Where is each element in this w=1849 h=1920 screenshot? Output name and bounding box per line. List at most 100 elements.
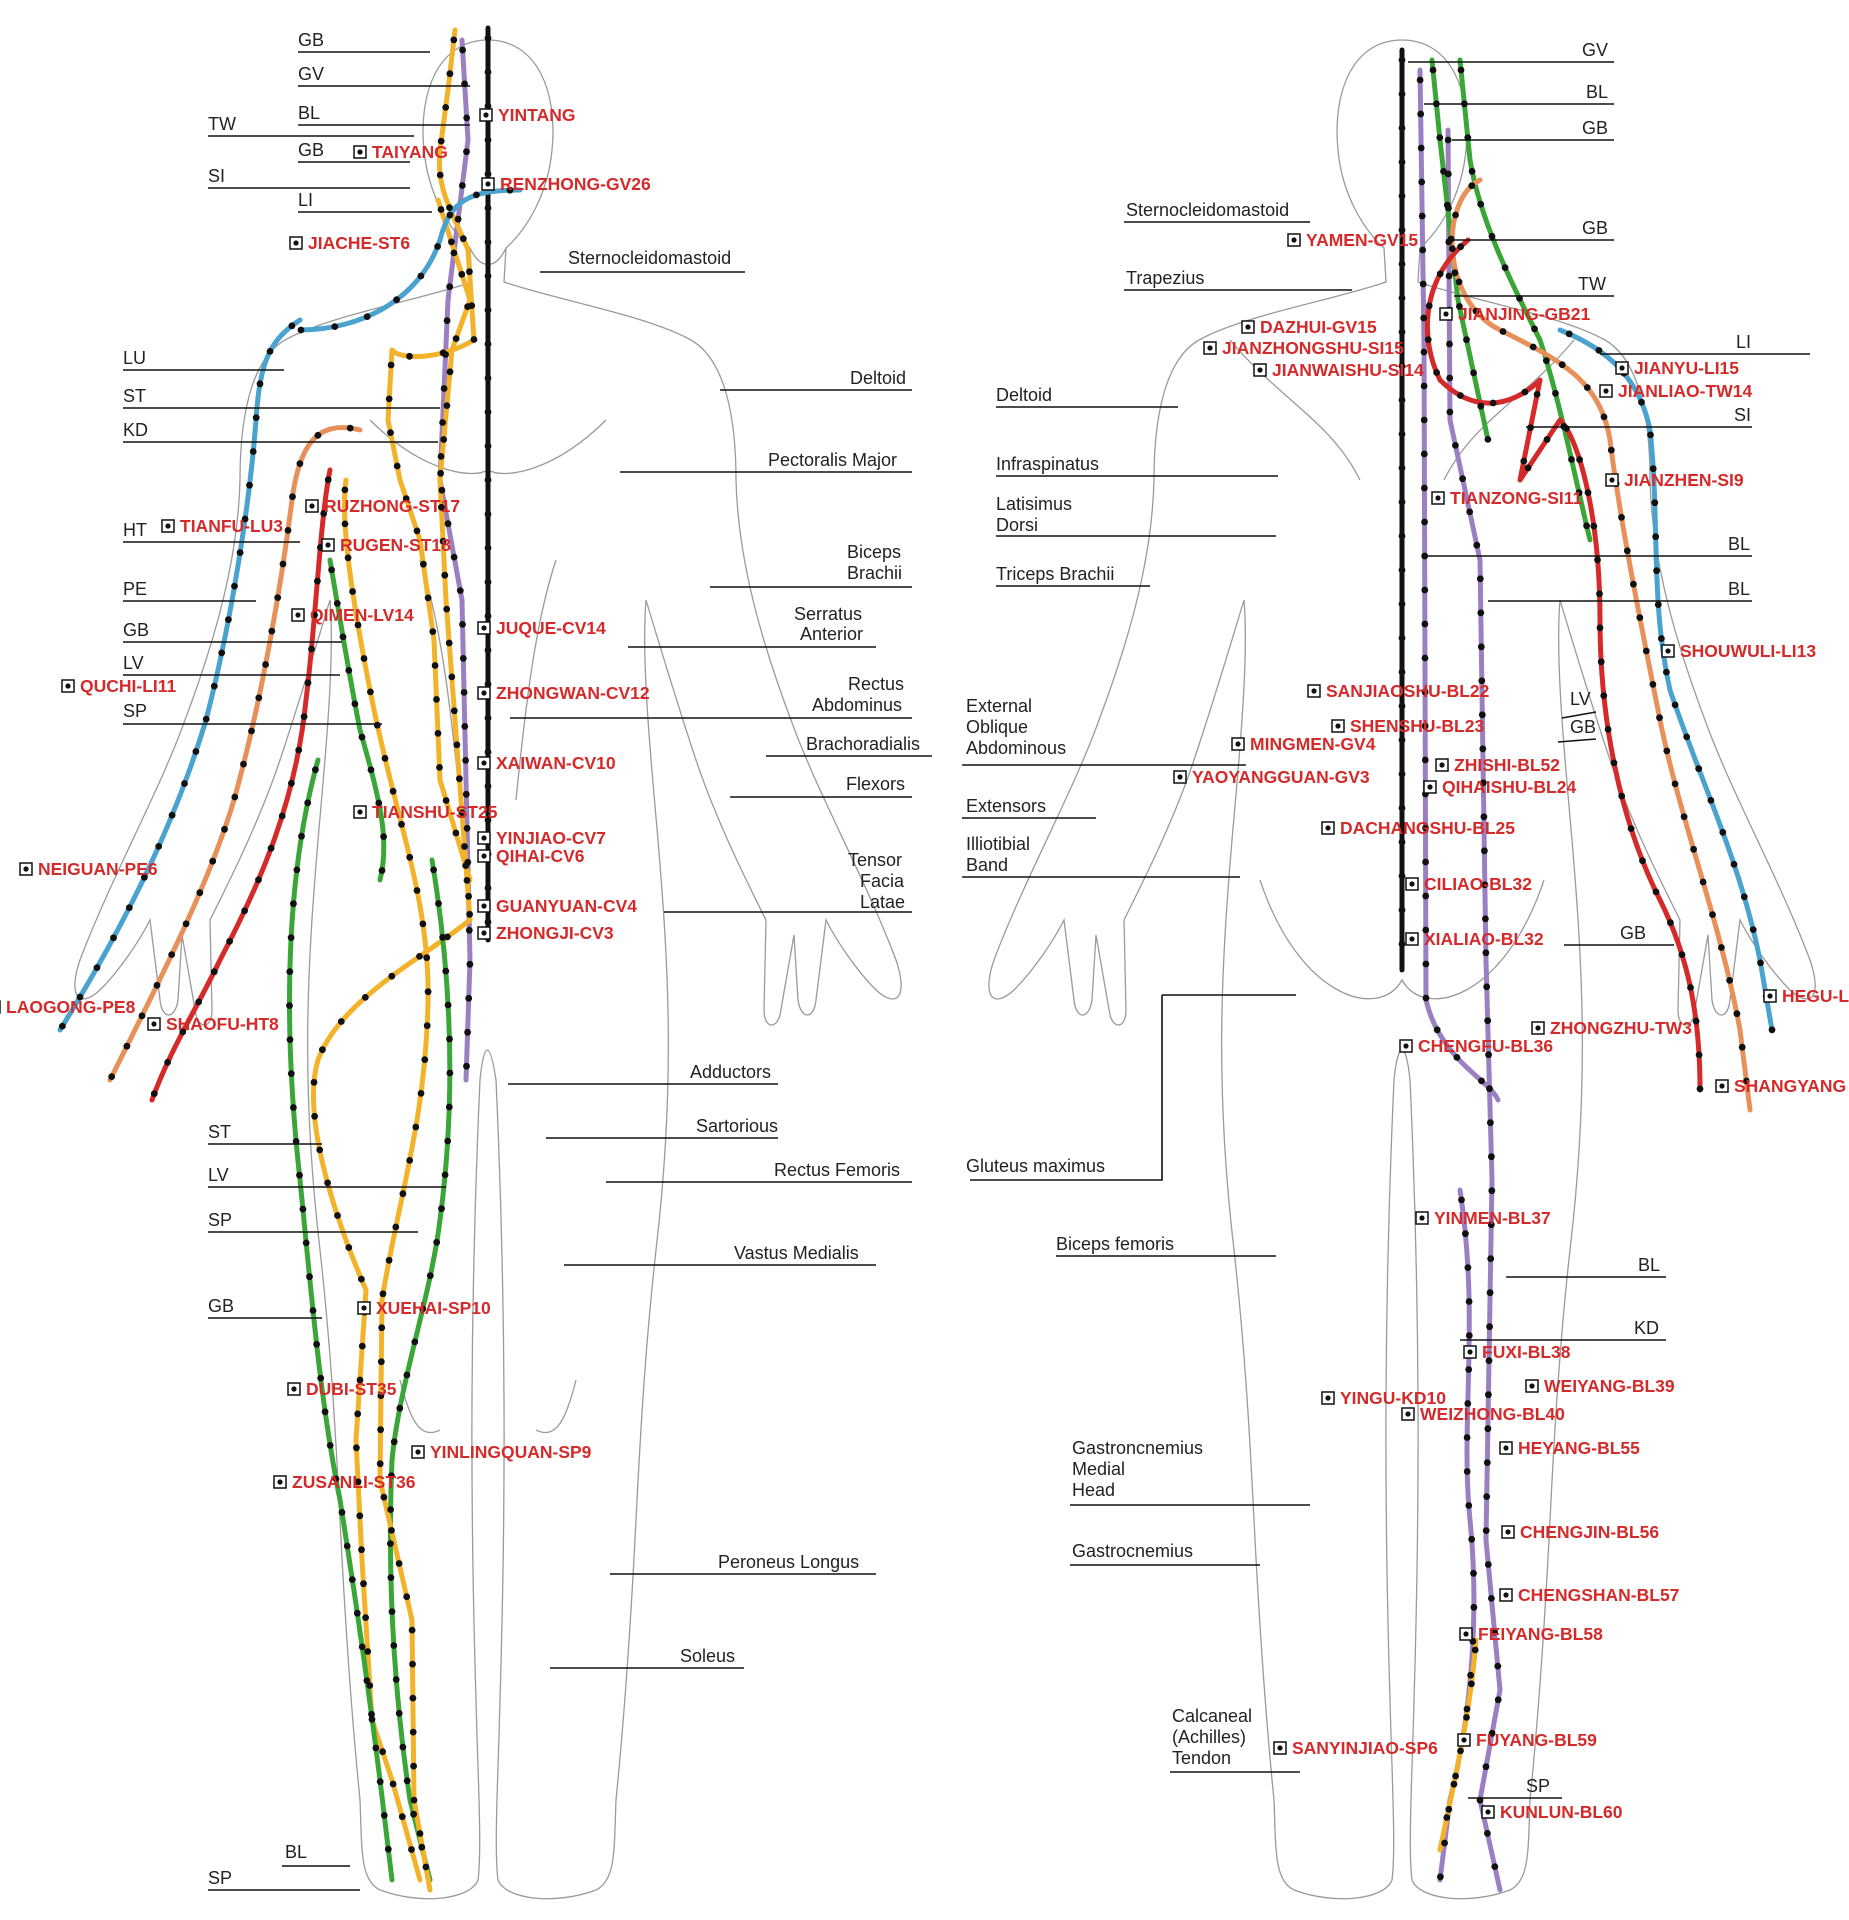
meridian-dot <box>1690 845 1697 853</box>
meridian-dot <box>484 612 492 620</box>
meridian-dot <box>450 553 458 561</box>
meridian-dot <box>241 907 249 915</box>
meridian-dot <box>434 243 441 250</box>
meridian-dot <box>331 323 339 330</box>
meridian-dot <box>1521 388 1529 396</box>
label-gb: GB <box>298 140 324 160</box>
meridian-dot <box>1452 211 1459 219</box>
meridian-dot <box>138 1012 146 1020</box>
meridian-dot <box>458 809 466 816</box>
meridian-dot <box>1487 1221 1495 1229</box>
meridian-dot <box>387 1540 394 1547</box>
meridian-dot <box>484 374 492 382</box>
meridian-dot <box>1563 425 1570 432</box>
meridian-dot <box>361 994 369 1001</box>
meridian-dot <box>1594 556 1601 564</box>
meridian-dot <box>1583 384 1591 391</box>
meridian-dot <box>372 1744 380 1752</box>
meridian-dot <box>358 1275 365 1283</box>
meridian-dot <box>461 723 469 730</box>
muscle-deltoid: Deltoid <box>850 368 906 388</box>
meridian-dot <box>459 655 467 662</box>
meridian-dot <box>1446 340 1453 348</box>
muscle-rectus-abdominus: Abdominus <box>812 695 902 715</box>
meridian-dot <box>1420 416 1428 424</box>
acupoint-marker-center <box>1291 237 1297 243</box>
meridian-dot <box>1468 167 1476 175</box>
meridian-dot <box>1398 906 1406 914</box>
meridian-dot <box>324 1179 331 1187</box>
label-sp: SP <box>208 1210 232 1230</box>
label-st: ST <box>123 386 146 406</box>
meridian-dot <box>256 380 264 388</box>
meridian-dot <box>1420 314 1428 322</box>
meridian-dot <box>1607 446 1615 454</box>
meridian-dot <box>1398 838 1406 846</box>
meridian-dot <box>459 46 466 54</box>
muscle-latisimus-dorsi: Dorsi <box>996 515 1038 535</box>
meridian-dot <box>464 1028 471 1036</box>
point-zhongzhu: ZHONGZHU-TW3 <box>1550 1018 1692 1038</box>
point-zhishi: ZHISHI-BL52 <box>1454 755 1560 775</box>
point-quchi: QUCHI-LI11 <box>80 676 177 696</box>
meridian-dot <box>387 1574 395 1581</box>
meridian-dot <box>1483 983 1491 991</box>
meridian-dot <box>360 1580 367 1588</box>
meridian-dot <box>393 296 400 304</box>
muscle-brachoradialis: Brachoradialis <box>806 734 920 754</box>
meridian-dot <box>1398 736 1406 744</box>
meridian-dot <box>442 104 450 111</box>
meridian-dot <box>423 1022 431 1030</box>
label-lv: LV <box>123 653 144 673</box>
acupoint-marker-center <box>1463 1631 1469 1637</box>
label-bl: BL <box>285 1842 307 1862</box>
meridian-dot <box>316 1146 324 1154</box>
meridian-dot <box>236 549 244 556</box>
point-sanjiaoshu: SANJIAOSHU-BL22 <box>1326 681 1490 701</box>
meridian-dot <box>1638 398 1645 406</box>
meridian-dot <box>484 408 492 416</box>
meridian-dot <box>1558 361 1566 369</box>
meridian-dot <box>463 148 470 156</box>
muscle-latisimus-dorsi: Latisimus <box>996 494 1072 514</box>
meridian-dot <box>1477 609 1485 617</box>
meridian-dot <box>1477 402 1485 410</box>
meridian-dot <box>309 1307 317 1314</box>
meridian-dot <box>326 1442 334 1449</box>
meridian-dot <box>390 1642 398 1649</box>
meridian-dot <box>466 910 473 918</box>
meridian-dot <box>444 1001 452 1009</box>
meridian-dot <box>398 820 405 828</box>
label-bl: BL <box>1728 534 1750 554</box>
point-yinmen: YINMEN-BL37 <box>1434 1208 1551 1228</box>
meridian-dot <box>433 1238 441 1246</box>
meridian-dot <box>1466 508 1474 516</box>
meridian-dot <box>1443 1814 1451 1821</box>
meridian-dot <box>1468 182 1476 190</box>
meridian-dot <box>1453 1054 1461 1061</box>
meridian-dot <box>255 694 263 702</box>
meridian-dot <box>446 204 453 212</box>
point-heyang: HEYANG-BL55 <box>1518 1438 1640 1458</box>
meridian-dot <box>1421 722 1429 730</box>
label-bl: BL <box>1586 82 1608 102</box>
meridian-dot <box>466 960 474 968</box>
label-gv: GV <box>1582 40 1608 60</box>
meridian-dot <box>1452 442 1459 449</box>
meridian-dot <box>1543 357 1550 365</box>
meridian-dot <box>412 1123 420 1131</box>
meridian-dot <box>363 1677 371 1684</box>
meridian-dot <box>380 1493 388 1501</box>
meridian-dot <box>1465 1332 1473 1339</box>
meridian-dot <box>1436 134 1444 142</box>
meridian-dot <box>1584 489 1592 496</box>
acupoint-marker-center <box>1505 1529 1511 1535</box>
meridian-dot <box>368 1716 376 1723</box>
meridian-dot <box>464 303 471 310</box>
meridian-dot <box>446 211 454 219</box>
meridian-dot <box>448 238 455 246</box>
meridian-dot <box>1529 343 1537 351</box>
meridian-dot <box>439 933 446 941</box>
meridian-dot <box>379 1290 387 1298</box>
meridian-dot <box>1596 590 1603 598</box>
